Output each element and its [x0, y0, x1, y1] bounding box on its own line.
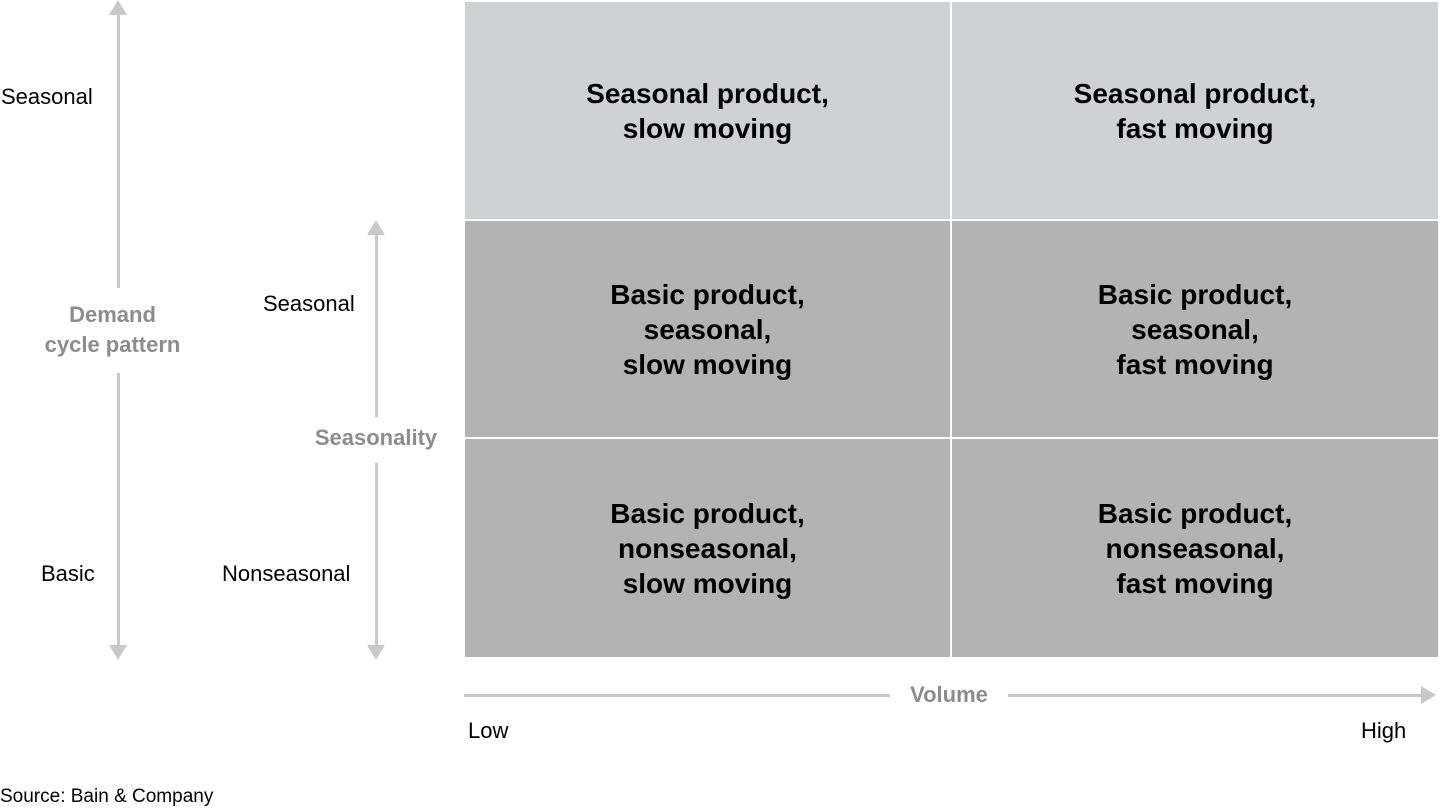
matrix-cell-seasonal-slow: Seasonal product, slow moving — [465, 2, 950, 219]
seasonality-axis-top-label: Seasonal — [263, 291, 355, 316]
seasonality-axis-arrow-up-icon — [367, 220, 385, 235]
source-note: Source: Bain & Company — [0, 786, 214, 807]
matrix-cell-basic-nonseasonal-fast: Basic product, nonseasonal, fast moving — [952, 439, 1438, 657]
demand-axis-top-label: Seasonal — [1, 84, 93, 109]
seasonality-axis-bottom-label: Nonseasonal — [222, 561, 351, 586]
volume-axis-title: Volume — [890, 680, 1008, 712]
seasonality-axis-title: Seasonality — [303, 417, 449, 463]
matrix-cell-basic-seasonal-fast: Basic product, seasonal, fast moving — [952, 221, 1438, 437]
demand-axis-bottom-label: Basic — [41, 561, 95, 586]
matrix-cell-basic-nonseasonal-slow: Basic product, nonseasonal, slow moving — [465, 439, 950, 657]
volume-axis-high-label: High — [1361, 718, 1407, 743]
volume-axis-low-label: Low — [468, 718, 509, 743]
demand-axis-arrow-down-icon — [109, 645, 127, 660]
demand-axis-arrow-up-icon — [109, 0, 127, 15]
seasonality-axis-arrow-down-icon — [367, 645, 385, 660]
demand-axis-title: Demand cycle pattern — [30, 288, 195, 373]
matrix-cell-basic-seasonal-slow: Basic product, seasonal, slow moving — [465, 221, 950, 437]
matrix-cell-seasonal-fast: Seasonal product, fast moving — [952, 2, 1438, 219]
volume-axis-arrow-right-icon — [1421, 686, 1436, 704]
